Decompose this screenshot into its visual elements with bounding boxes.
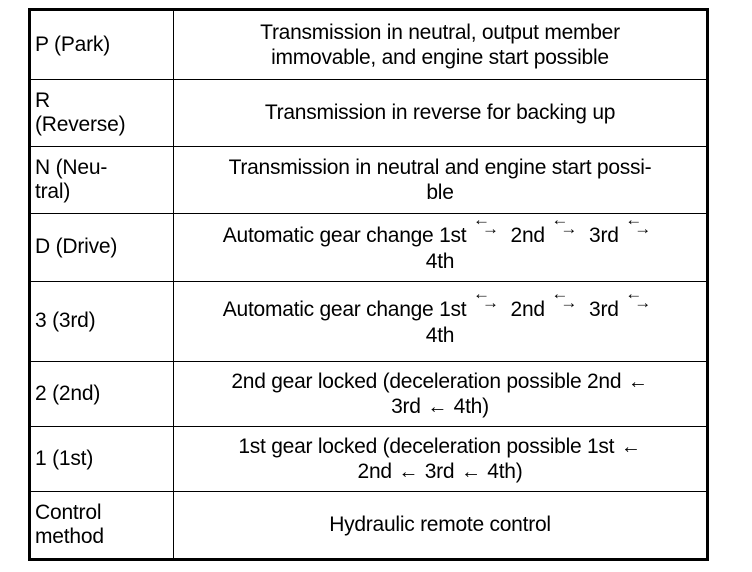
description-prefix: 1st gear locked (deceleration possible 1… [238,434,615,458]
description-line: 2nd ← 3rd ← 4th) [178,459,702,484]
description-neutral: Transmission in neutral and engine start… [173,146,708,214]
range-label-text: 2 (2nd) [35,381,101,405]
description-line: 2nd gear locked (deceleration possible 2… [178,369,702,394]
range-label-park: P (Park) [29,9,174,80]
table-row: 2 (2nd) 2nd gear locked (deceleration po… [29,361,708,427]
range-label-line: N (Neu- [35,155,108,179]
arrow-right-icon: → [634,293,651,313]
table-row: Control method Hydraulic remote control [29,491,708,560]
arrow-right-icon: → [481,219,499,239]
gear-label: 2nd [357,460,393,483]
description-line: Transmission in neutral, output member [260,20,620,44]
table-row: 3 (3rd) Automatic gear change 1st ←→ 2nd… [29,281,708,362]
gear-label: 3rd [391,395,421,418]
bidirectional-arrow-icon: ←→ [551,211,582,242]
range-label-third: 3 (3rd) [29,281,174,362]
range-label-drive: D (Drive) [29,213,174,282]
description-line: Transmission in reverse for backing up [264,101,616,125]
description-second: 2nd gear locked (deceleration possible 2… [173,361,708,427]
arrow-left-icon: ← [620,435,641,458]
gear-label: 4th) [487,460,523,483]
range-label-line: R [35,88,50,112]
arrow-right-icon: → [560,293,578,313]
arrow-left-icon: ← [625,283,642,303]
gear-label: 3rd [589,224,619,248]
range-label-control-method: Control method [29,491,174,560]
arrow-left-icon: ← [627,370,648,393]
arrow-left-icon: ← [427,396,448,418]
description-line: Automatic gear change 1st ←→ 2nd ←→ 3rd … [178,211,702,248]
range-label-text: 1 (1st) [35,446,94,470]
bidirectional-arrow-icon: ←→ [625,211,656,242]
description-line: 1st gear locked (deceleration possible 1… [178,434,702,459]
range-label-text: P (Park) [35,32,111,56]
description-prefix: Automatic gear change 1st [222,224,467,248]
range-label-second: 2 (2nd) [29,361,174,427]
range-label-line: Control [35,500,102,524]
bidirectional-arrow-icon: ←→ [625,285,656,316]
description-line: Hydraulic remote control [329,513,551,537]
gear-label: 3rd [424,460,455,483]
table-row: P (Park) Transmission in neutral, output… [29,9,708,80]
range-label-line: tral) [35,180,71,203]
arrow-right-icon: → [481,293,499,313]
description-line: Transmission in neutral and engine start… [228,155,652,179]
range-label-line: method [35,525,104,548]
description-line: 4th [425,323,455,347]
range-label-reverse: R (Reverse) [29,79,174,147]
arrow-left-icon: ← [551,283,569,303]
arrow-left-icon: ← [472,209,490,229]
arrow-left-icon: ← [625,209,642,229]
gear-label: 4th) [453,395,489,418]
range-label-first: 1 (1st) [29,426,174,492]
description-third: Automatic gear change 1st ←→ 2nd ←→ 3rd … [173,281,708,362]
description-reverse: Transmission in reverse for backing up [173,79,708,147]
description-line: 4th [425,249,455,273]
description-line: Automatic gear change 1st ←→ 2nd ←→ 3rd … [178,285,702,322]
arrow-left-icon: ← [398,461,419,483]
description-line: immovable, and engine start possible [271,46,609,69]
range-label-neutral: N (Neu- tral) [29,146,174,214]
bidirectional-arrow-icon: ←→ [473,211,504,242]
arrow-right-icon: → [560,219,578,239]
gear-label: 3rd [589,298,619,322]
bidirectional-arrow-icon: ←→ [473,285,504,316]
range-label-text: D (Drive) [35,235,118,259]
table-row: D (Drive) Automatic gear change 1st ←→ 2… [29,211,708,282]
description-first: 1st gear locked (deceleration possible 1… [173,426,708,492]
range-label-text: 3 (3rd) [35,309,96,333]
gear-label: 2nd [510,224,546,248]
description-prefix: Automatic gear change 1st [222,298,467,322]
description-line: 3rd ← 4th) [178,394,702,419]
arrow-right-icon: → [634,219,651,239]
arrow-left-icon: ← [460,461,481,483]
range-label-line: (Reverse) [35,113,126,136]
description-line: ble [426,181,454,204]
table-row: 1 (1st) 1st gear locked (deceleration po… [29,426,708,492]
description-drive: Automatic gear change 1st ←→ 2nd ←→ 3rd … [173,211,708,282]
gear-label: 2nd [510,298,546,322]
table-row: N (Neu- tral) Transmission in neutral an… [29,146,708,214]
description-control-method: Hydraulic remote control [173,491,708,560]
gear-range-table: P (Park) Transmission in neutral, output… [28,8,709,561]
bidirectional-arrow-icon: ←→ [551,285,582,316]
arrow-left-icon: ← [472,283,490,303]
description-prefix: 2nd gear locked (deceleration possible 2… [231,369,622,393]
table-body: P (Park) Transmission in neutral, output… [29,9,708,560]
arrow-left-icon: ← [551,209,569,229]
table-row: R (Reverse) Transmission in reverse for … [29,79,708,147]
description-park: Transmission in neutral, output member i… [173,9,708,80]
